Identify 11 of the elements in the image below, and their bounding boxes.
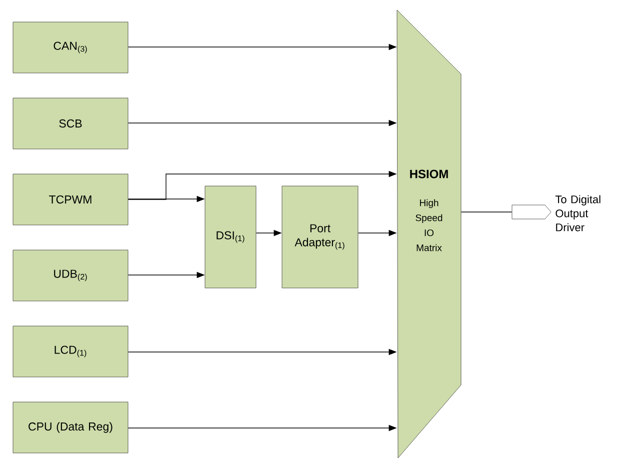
block-box: Port Adapter$_{(1)}$: [282, 186, 358, 288]
block-box: DSI$_{(1)}$: [204, 186, 256, 288]
matrix-trapezoid: HSIOM High Speed IO Matrix: [396, 10, 462, 458]
block-box: UDB$_{(2)}$: [12, 250, 128, 302]
pentagon-connector: [512, 204, 552, 220]
block-box: TCPWM: [12, 174, 128, 226]
block-box: CPU (Data Reg): [12, 402, 128, 454]
block-box: LCD$_{(1)}$: [12, 326, 128, 378]
side-label: To Digital Output Driver: [555, 195, 600, 232]
block-box: CAN$_{(3)}$: [12, 22, 128, 74]
block-box: SCB: [12, 98, 128, 150]
